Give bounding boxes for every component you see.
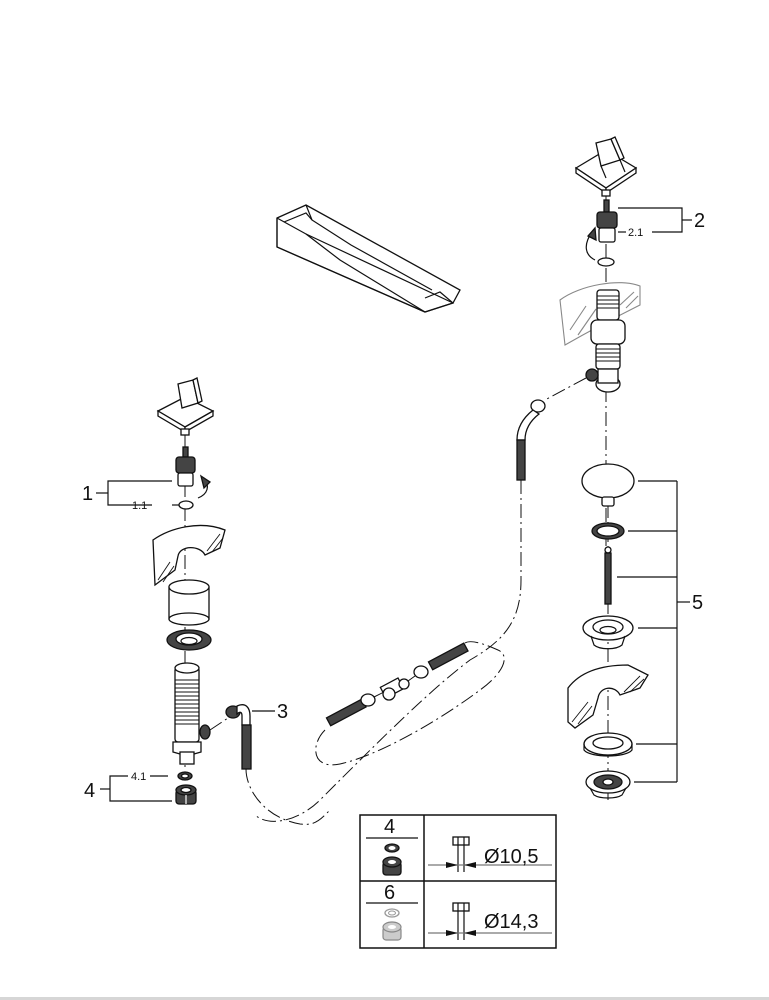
right-hose <box>516 399 546 481</box>
nut-dark-icon <box>382 856 402 876</box>
right-valve-body <box>585 289 626 393</box>
spec-table: 4 Ø10,5 <box>359 814 557 949</box>
left-cartridge <box>175 446 212 510</box>
drain-deck-cutout <box>567 664 649 729</box>
callout-2: 2 2.1 <box>618 207 705 239</box>
callout-4: 4 4.1 <box>84 771 172 802</box>
callout-3: 3 <box>252 701 288 723</box>
left-valve-body <box>172 662 211 765</box>
hose-3 <box>225 704 252 770</box>
drain-set-5 <box>581 463 635 650</box>
callout-1: 1 1.1 <box>82 480 179 512</box>
left-sleeve <box>168 579 210 626</box>
compression-nut-4 <box>175 784 197 805</box>
right-handle <box>574 136 638 197</box>
callout-label-4: 4 <box>84 780 95 802</box>
drain-lower-parts <box>583 732 633 799</box>
center-hose-assembly <box>315 641 505 766</box>
left-handle <box>156 377 215 436</box>
spec-row-1: 4 Ø10,5 <box>366 816 552 876</box>
spec-row-2: 6 Ø14,3 <box>366 882 552 941</box>
left-deck-cutout <box>152 524 226 587</box>
callout-label-3: 3 <box>277 701 288 723</box>
sealing-ring-4-1 <box>177 771 193 781</box>
pipe-diameter-icon <box>428 902 552 940</box>
callout-label-4-1: 4.1 <box>131 771 146 783</box>
spout <box>276 204 461 313</box>
callout-label-1-1: 1.1 <box>132 500 147 512</box>
callout-label-1: 1 <box>82 483 93 505</box>
spec-row-1-part-number: 4 <box>384 816 395 838</box>
spec-row-1-diameter: Ø10,5 <box>484 846 538 868</box>
pipe-diameter-icon <box>428 836 552 872</box>
spec-row-2-diameter: Ø14,3 <box>484 911 538 933</box>
left-flange-nut <box>166 629 212 651</box>
spec-row-2-part-number: 6 <box>384 882 395 904</box>
seal-ring-dark-icon <box>384 843 400 853</box>
right-cartridge <box>585 199 618 267</box>
callout-label-5: 5 <box>692 592 703 614</box>
callout-label-2-1: 2.1 <box>628 227 643 239</box>
callout-label-2: 2 <box>694 210 705 232</box>
bottom-divider <box>0 997 769 1000</box>
seal-ring-light-icon <box>384 908 400 918</box>
callout-5: 5 <box>617 480 703 783</box>
nut-light-icon <box>382 921 402 941</box>
